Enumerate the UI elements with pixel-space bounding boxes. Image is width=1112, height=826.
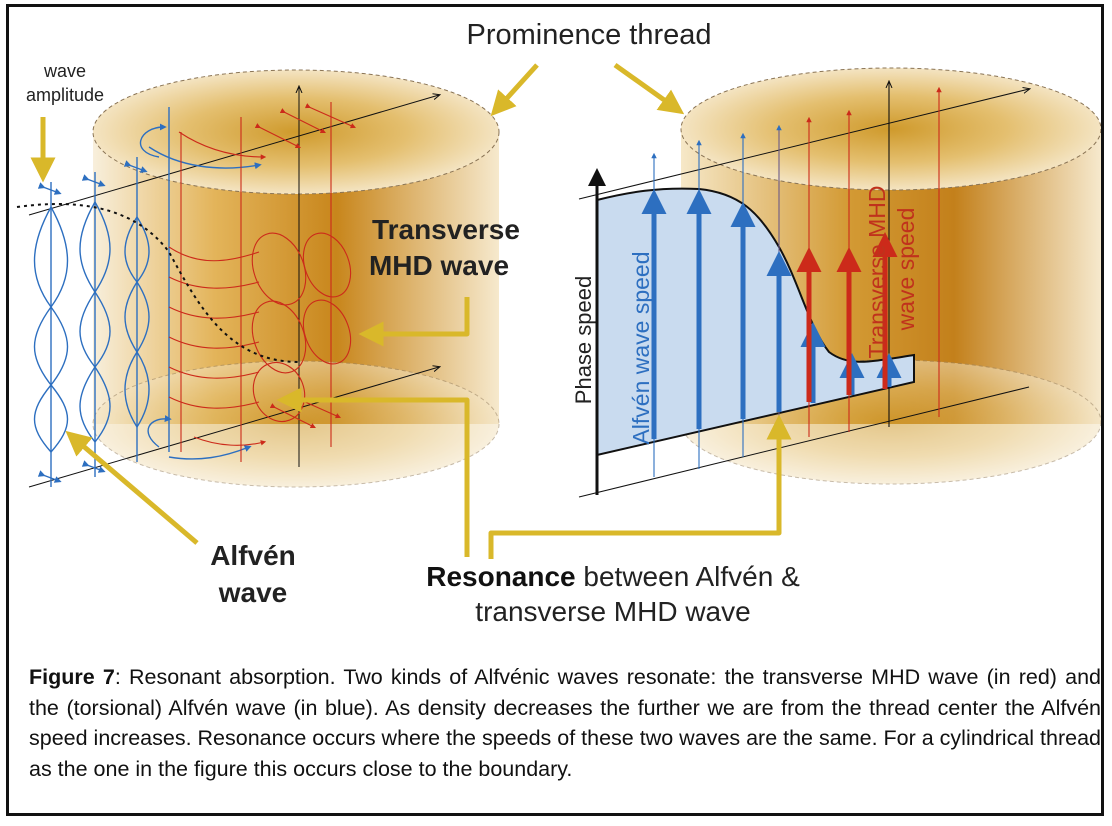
alfven-wave-label-line1: Alfvén: [210, 540, 296, 571]
phase-speed-label: Phase speed: [571, 276, 596, 404]
transverse-wave-label-line1: Transverse: [372, 214, 520, 245]
resonance-bold: Resonance: [426, 561, 575, 592]
transverse-speed-label-line2: wave speed: [893, 208, 919, 332]
alfven-wave-columns: [33, 107, 262, 487]
alfven-wave-label-line2: wave: [218, 577, 288, 608]
wave-amplitude-label-line1: wave: [43, 61, 86, 81]
transverse-wave-bundle: [168, 102, 357, 462]
transverse-speed-arrows: [796, 232, 898, 402]
wave-amplitude-label-line2: amplitude: [26, 85, 104, 105]
diagram-canvas: Prominence thread wave amplitude Transve…: [16, 19, 1101, 627]
transverse-speed-label-line1: Transverse MHD: [864, 186, 890, 359]
figure-caption: Figure 7: Resonant absorption. Two kinds…: [29, 662, 1101, 784]
resonance-rest: between Alfvén &: [576, 561, 800, 592]
transverse-wave-label-line2: MHD wave: [369, 250, 509, 281]
caption-text: : Resonant absorption. Two kinds of Alfv…: [29, 665, 1101, 781]
alfven-wave-speed-label: Alfvén wave speed: [628, 251, 654, 444]
resonance-label-line2: transverse MHD wave: [475, 596, 750, 627]
annotation-arrows: [30, 62, 792, 559]
figure-frame: Prominence thread wave amplitude Transve…: [6, 4, 1104, 816]
figure-label: Figure 7: [29, 665, 115, 689]
resonance-label-line1: Resonance between Alfvén &: [426, 561, 800, 592]
prominence-thread-label: Prominence thread: [466, 19, 711, 51]
alfven-speed-arrows: [641, 189, 902, 439]
